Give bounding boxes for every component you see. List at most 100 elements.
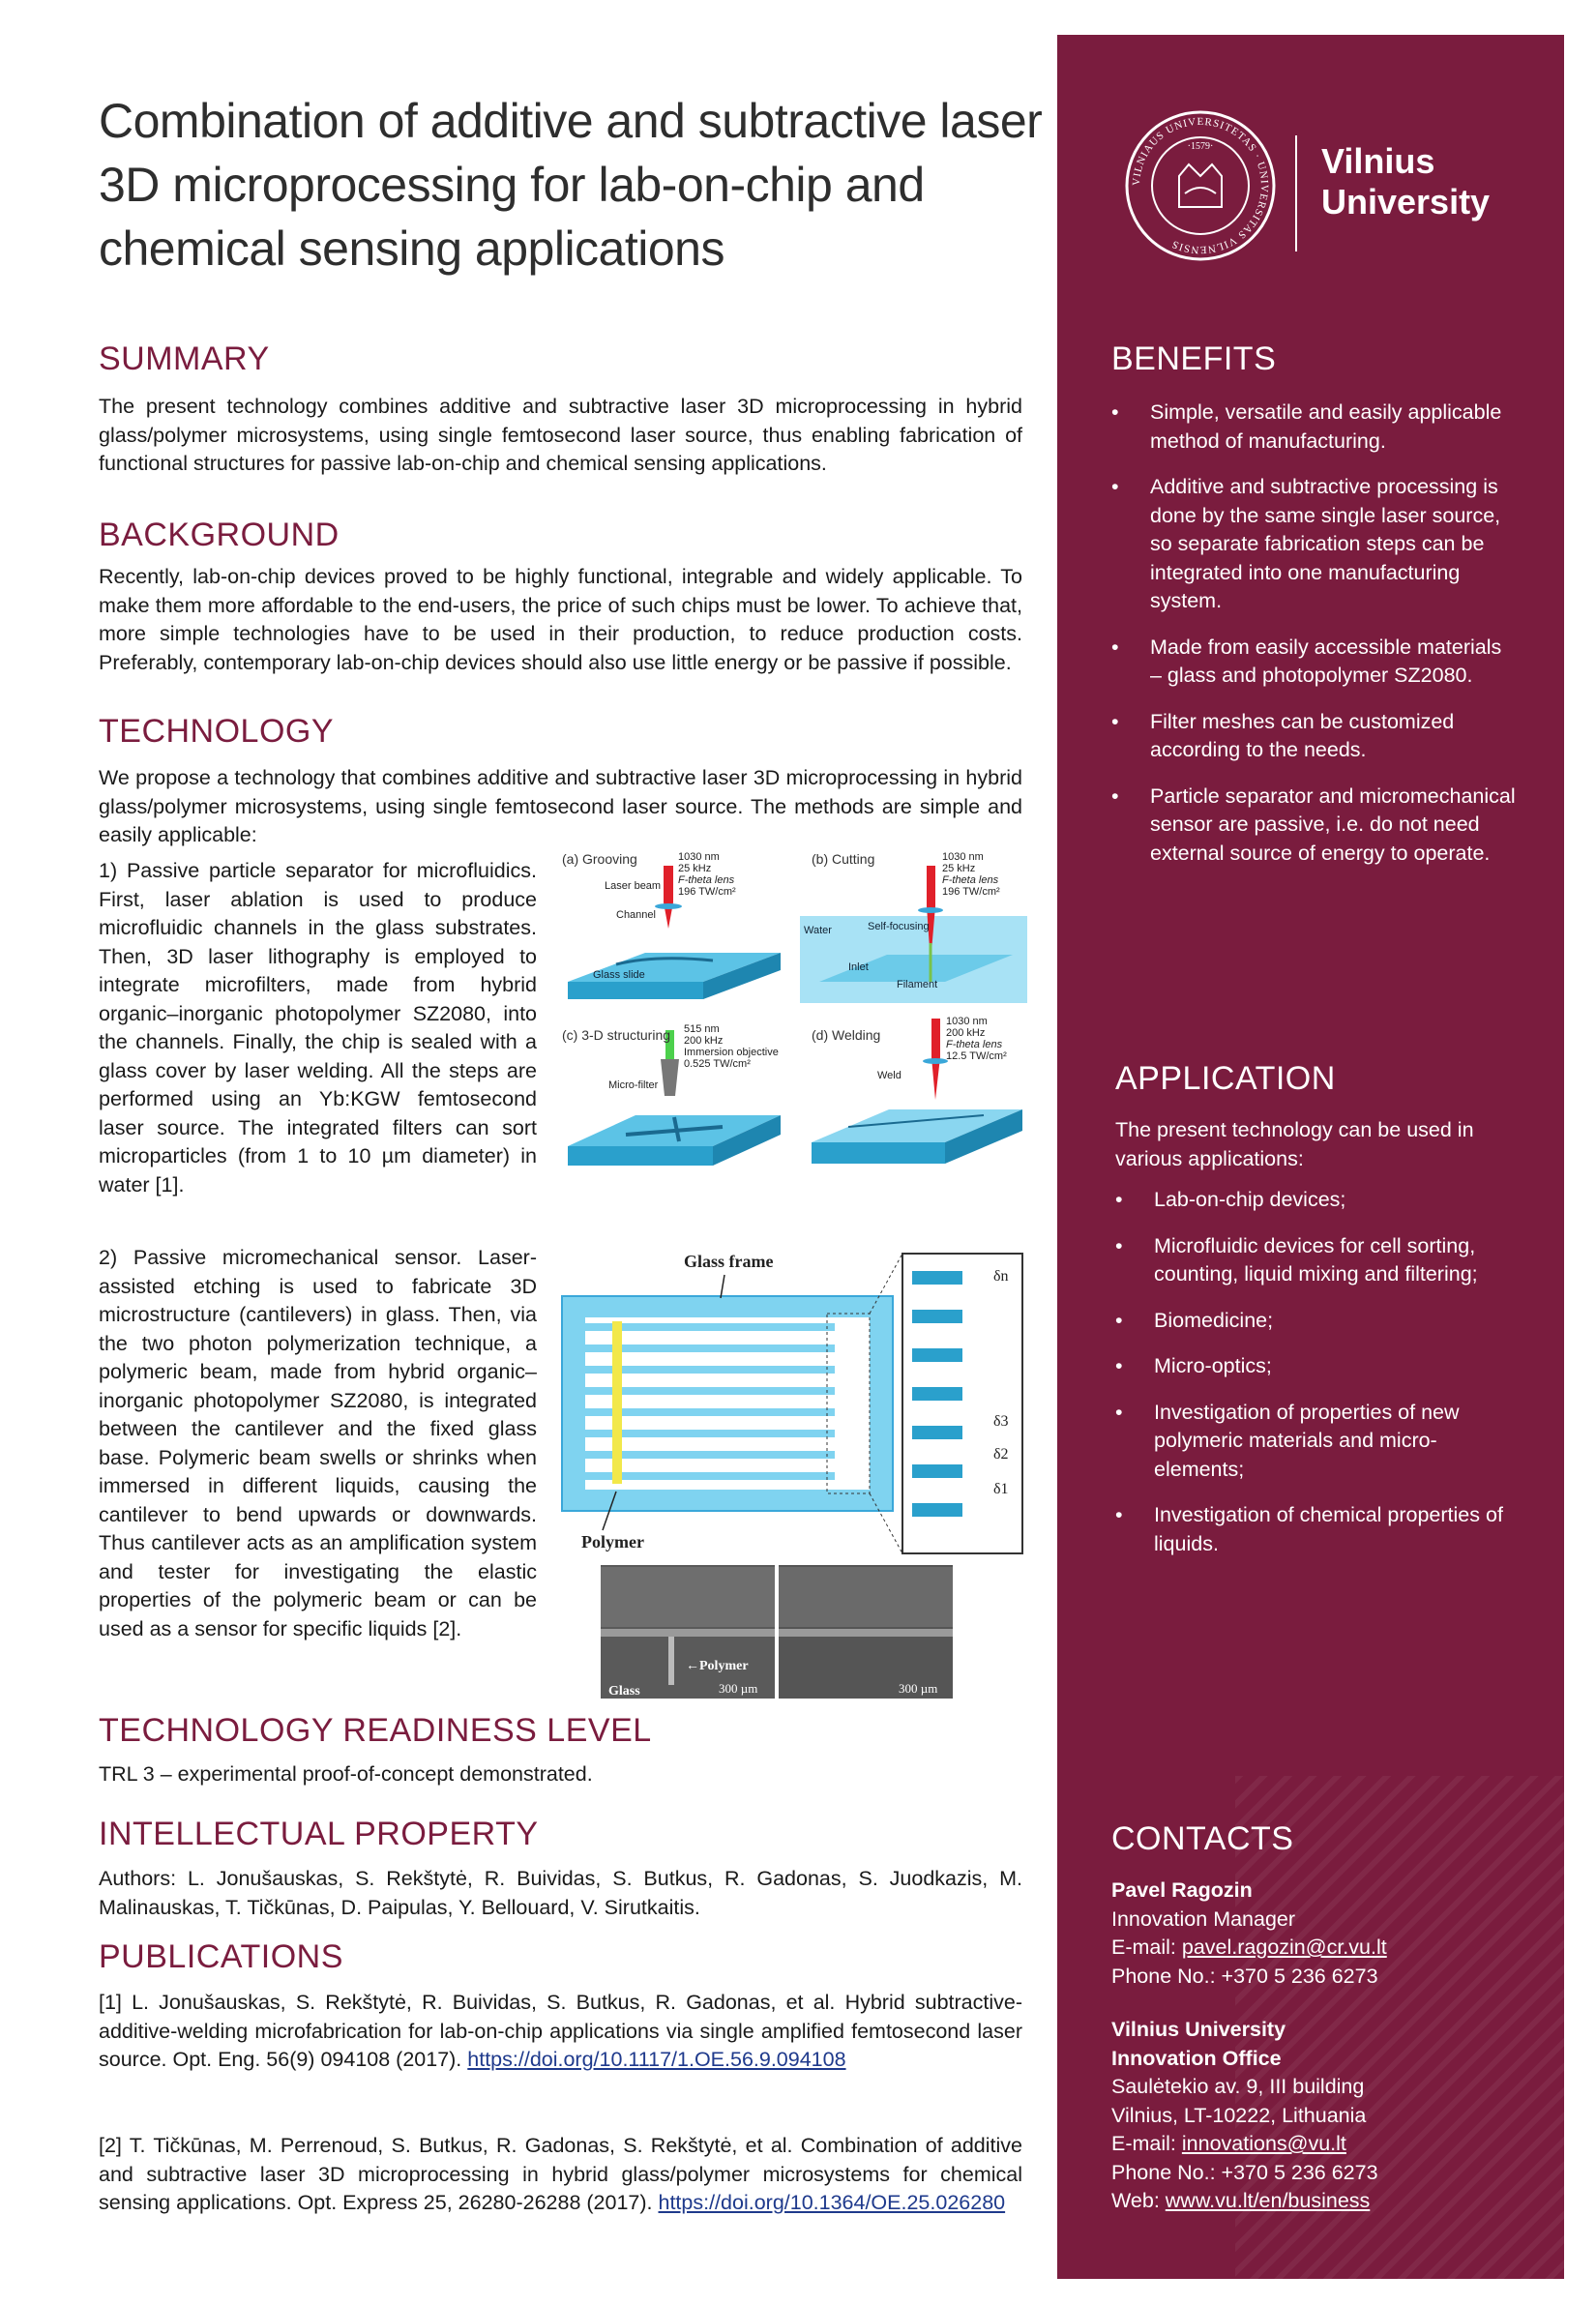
- sensor-figure-svg: Glass frame Polymer δn δ3 δ2 δ1 ←Polymer…: [561, 1252, 1023, 1699]
- panel-b-param-4: 196 TW/cm²: [942, 886, 1000, 898]
- sem-glass-label: Glass: [608, 1684, 640, 1699]
- seal-year: ·1579·: [1188, 141, 1214, 152]
- panel-b-water: Water: [804, 925, 832, 936]
- panel-b-param-2: 25 kHz: [942, 863, 975, 874]
- publication-1-link[interactable]: https://doi.org/10.1117/1.OE.56.9.094108: [467, 2048, 846, 2071]
- panel-b-filament: Filament: [897, 979, 937, 990]
- benefit-item: Filter meshes can be customized accordin…: [1111, 708, 1518, 765]
- scale-bar-2: 300 µm: [899, 1681, 937, 1696]
- contact-email-label: E-mail:: [1111, 1936, 1182, 1959]
- panel-3d-structuring: (c) 3-D structuring 515 nm 200 kHz Immer…: [562, 1023, 781, 1166]
- benefit-item: Simple, versatile and easily applicable …: [1111, 399, 1518, 456]
- publication-2-link[interactable]: https://doi.org/10.1364/OE.25.026280: [658, 2191, 1006, 2214]
- benefits-list: Simple, versatile and easily applicable …: [1111, 399, 1518, 885]
- panel-a-channel: Channel: [616, 909, 656, 921]
- technology-intro: We propose a technology that combines ad…: [99, 766, 1022, 846]
- university-seal-icon: ·1579· VILNIAUS UNIVERSITETAS · UNIVERSI…: [1125, 110, 1276, 261]
- publication-2-text: [2] T. Tičkūnas, M. Perrenoud, S. Butkus…: [99, 2134, 1022, 2214]
- panel-c-label: (c) 3-D structuring: [562, 1027, 670, 1043]
- benefit-item: Additive and subtractive processing is d…: [1111, 473, 1518, 616]
- publications-heading: PUBLICATIONS: [99, 1938, 343, 1975]
- org-email-label: E-mail:: [1111, 2132, 1182, 2155]
- panel-b-inlet: Inlet: [848, 961, 869, 973]
- panel-d-param-4: 12.5 TW/cm²: [946, 1050, 1007, 1062]
- org-phone: Phone No.: +370 5 236 6273: [1111, 2160, 1378, 2184]
- panel-d-param-2: 200 kHz: [946, 1027, 985, 1039]
- summary-text: The present technology combines additive…: [99, 395, 1022, 475]
- delta-2-label: δ2: [993, 1446, 1009, 1463]
- panel-b-focus: Self-focusing: [868, 921, 930, 932]
- university-name-line-1: Vilnius: [1321, 141, 1435, 181]
- application-item: Lab-on-chip devices;: [1115, 1186, 1522, 1215]
- delta-3-label: δ3: [993, 1413, 1009, 1430]
- panel-d-label: (d) Welding: [812, 1027, 880, 1043]
- glass-frame-label: Glass frame: [684, 1252, 773, 1271]
- panel-a-param-2: 25 kHz: [678, 863, 711, 874]
- sidebar: ·1579· VILNIAUS UNIVERSITETAS · UNIVERSI…: [1057, 35, 1564, 2279]
- panel-a-param-4: 196 TW/cm²: [678, 886, 736, 898]
- panel-b-label: (b) Cutting: [812, 851, 874, 867]
- org-name: Vilnius University: [1111, 2018, 1286, 2041]
- org-address-2: Vilnius, LT-10222, Lithuania: [1111, 2103, 1367, 2127]
- org-address-1: Saulėtekio av. 9, III building: [1111, 2075, 1365, 2098]
- background-text: Recently, lab-on-chip devices proved to …: [99, 565, 1022, 674]
- org-office: Innovation Office: [1111, 2046, 1282, 2070]
- panel-a-slide: Glass slide: [593, 969, 645, 981]
- background-heading: BACKGROUND: [99, 517, 340, 553]
- publication-1-text: [1] L. Jonušauskas, S. Rekštytė, R. Buiv…: [99, 1991, 1022, 2071]
- contact-email-link[interactable]: pavel.ragozin@cr.vu.lt: [1181, 1936, 1387, 1959]
- web-link[interactable]: www.vu.lt/en/business: [1165, 2189, 1371, 2212]
- panel-b-param-3: F-theta lens: [942, 874, 999, 886]
- university-logo: ·1579· VILNIAUS UNIVERSITETAS · UNIVERSI…: [1121, 101, 1537, 270]
- panel-a-param-3: F-theta lens: [678, 874, 735, 886]
- web-label: Web:: [1111, 2189, 1166, 2212]
- contacts-heading: CONTACTS: [1111, 1820, 1294, 1857]
- panel-welding: (d) Welding 1030 nm 200 kHz F-theta lens…: [812, 1016, 1022, 1164]
- panel-cutting: (b) Cutting 1030 nm 25 kHz F-theta lens …: [800, 851, 1027, 1003]
- deflection-steps: [912, 1271, 962, 1517]
- panel-c-param-2: 200 kHz: [684, 1035, 723, 1047]
- panel-grooving: (a) Grooving 1030 nm 25 kHz F-theta lens…: [562, 851, 781, 999]
- sensor-figure: Glass frame Polymer δn δ3 δ2 δ1 ←Polymer…: [558, 1228, 1032, 1702]
- trl-text: TRL 3 – experimental proof-of-concept de…: [99, 1762, 593, 1786]
- benefits-heading: BENEFITS: [1111, 340, 1277, 377]
- application-item: Investigation of properties of new polym…: [1115, 1399, 1522, 1485]
- panel-d-param-3: F-theta lens: [946, 1039, 1003, 1050]
- publication-2: [2] T. Tičkūnas, M. Perrenoud, S. Butkus…: [99, 2132, 1022, 2218]
- delta-1-label: δ1: [993, 1481, 1009, 1497]
- application-intro: The present technology can be used in va…: [1115, 1118, 1474, 1170]
- summary-heading: SUMMARY: [99, 340, 270, 377]
- panel-a-beam: Laser beam: [605, 880, 661, 892]
- application-heading: APPLICATION: [1115, 1060, 1336, 1097]
- panel-c-param-3: Immersion objective: [684, 1047, 779, 1058]
- logo-divider: [1295, 135, 1297, 251]
- panel-b-param-1: 1030 nm: [942, 851, 984, 863]
- page-title: Combination of additive and subtractive …: [99, 94, 1043, 276]
- cantilever-beams: [585, 1323, 835, 1480]
- technology-item-1: 1) Passive particle separator for microf…: [99, 859, 537, 1197]
- university-name-line-2: University: [1321, 182, 1491, 222]
- panel-a-label: (a) Grooving: [562, 851, 637, 867]
- university-name: Vilnius University: [1321, 141, 1490, 222]
- scale-bar-1: 300 µm: [719, 1681, 757, 1696]
- application-item: Micro-optics;: [1115, 1352, 1522, 1381]
- sem-polymer-label: ←Polymer: [686, 1659, 749, 1673]
- contact-name: Pavel Ragozin: [1111, 1878, 1253, 1902]
- benefit-item: Particle separator and micromechanical s…: [1111, 783, 1518, 869]
- ip-heading: INTELLECTUAL PROPERTY: [99, 1816, 539, 1852]
- panel-c-param-1: 515 nm: [684, 1023, 720, 1035]
- publication-1: [1] L. Jonušauskas, S. Rekštytė, R. Buiv…: [99, 1989, 1022, 2075]
- panel-d-weld: Weld: [877, 1070, 901, 1081]
- applications-list: Lab-on-chip devices; Microfluidic device…: [1115, 1186, 1522, 1576]
- org-email-link[interactable]: innovations@vu.lt: [1181, 2132, 1346, 2155]
- contact-organization: Vilnius University Innovation Office Sau…: [1111, 2016, 1537, 2216]
- process-figure: (a) Grooving 1030 nm 25 kHz F-theta lens…: [558, 846, 1032, 1180]
- benefit-item: Made from easily accessible materials – …: [1111, 634, 1518, 691]
- technology-heading: TECHNOLOGY: [99, 713, 335, 750]
- contact-role: Innovation Manager: [1111, 1906, 1296, 1931]
- panel-d-param-1: 1030 nm: [946, 1016, 988, 1027]
- polymer-label: Polymer: [581, 1532, 644, 1551]
- panel-c-filter: Micro-filter: [608, 1079, 659, 1091]
- technology-item-2: 2) Passive micromechanical sensor. Laser…: [99, 1246, 537, 1640]
- contact-phone: Phone No.: +370 5 236 6273: [1111, 1964, 1378, 1988]
